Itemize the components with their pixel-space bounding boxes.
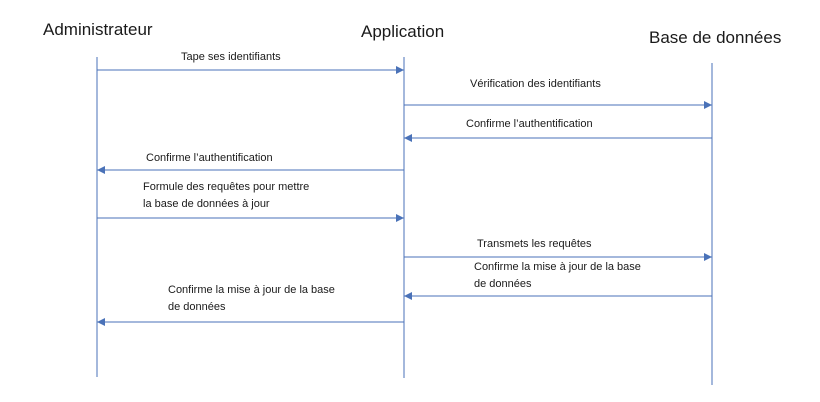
- message-label-2: Vérification des identifiants: [470, 76, 601, 93]
- message-label-line: Confirme l’authentification: [146, 152, 273, 164]
- message-label-line: Confirme l’authentification: [466, 118, 593, 130]
- message-label-8: Confirme la mise à jour de la base de don…: [168, 282, 335, 316]
- participant-title-admin: Administrateur: [43, 20, 153, 39]
- message-label-line: Vérification des identifiants: [470, 78, 601, 90]
- message-label-line: de données: [474, 278, 532, 290]
- message-label-6: Transmets les requêtes: [477, 236, 592, 253]
- participant-title-db: Base de données: [649, 28, 782, 47]
- message-label-7: Confirme la mise à jour de la base de don…: [474, 259, 641, 293]
- message-label-line: la base de données à jour: [143, 198, 270, 210]
- message-label-line: Confirme la mise à jour de la base: [168, 284, 335, 296]
- message-label-line: Confirme la mise à jour de la base: [474, 261, 641, 273]
- message-label-line: Formule des requêtes pour mettre: [143, 181, 310, 193]
- message-label-5: Formule des requêtes pour mettre la base …: [143, 179, 309, 213]
- message-label-3: Confirme l’authentification: [466, 116, 593, 133]
- message-label-4: Confirme l’authentification: [146, 150, 273, 167]
- message-label-line: de données: [168, 301, 226, 313]
- message-label-1: Tape ses identifiants: [181, 49, 281, 66]
- participant-title-app: Application: [361, 22, 445, 41]
- message-label-line: Transmets les requêtes: [477, 238, 592, 250]
- message-label-line: Tape ses identifiants: [181, 51, 281, 63]
